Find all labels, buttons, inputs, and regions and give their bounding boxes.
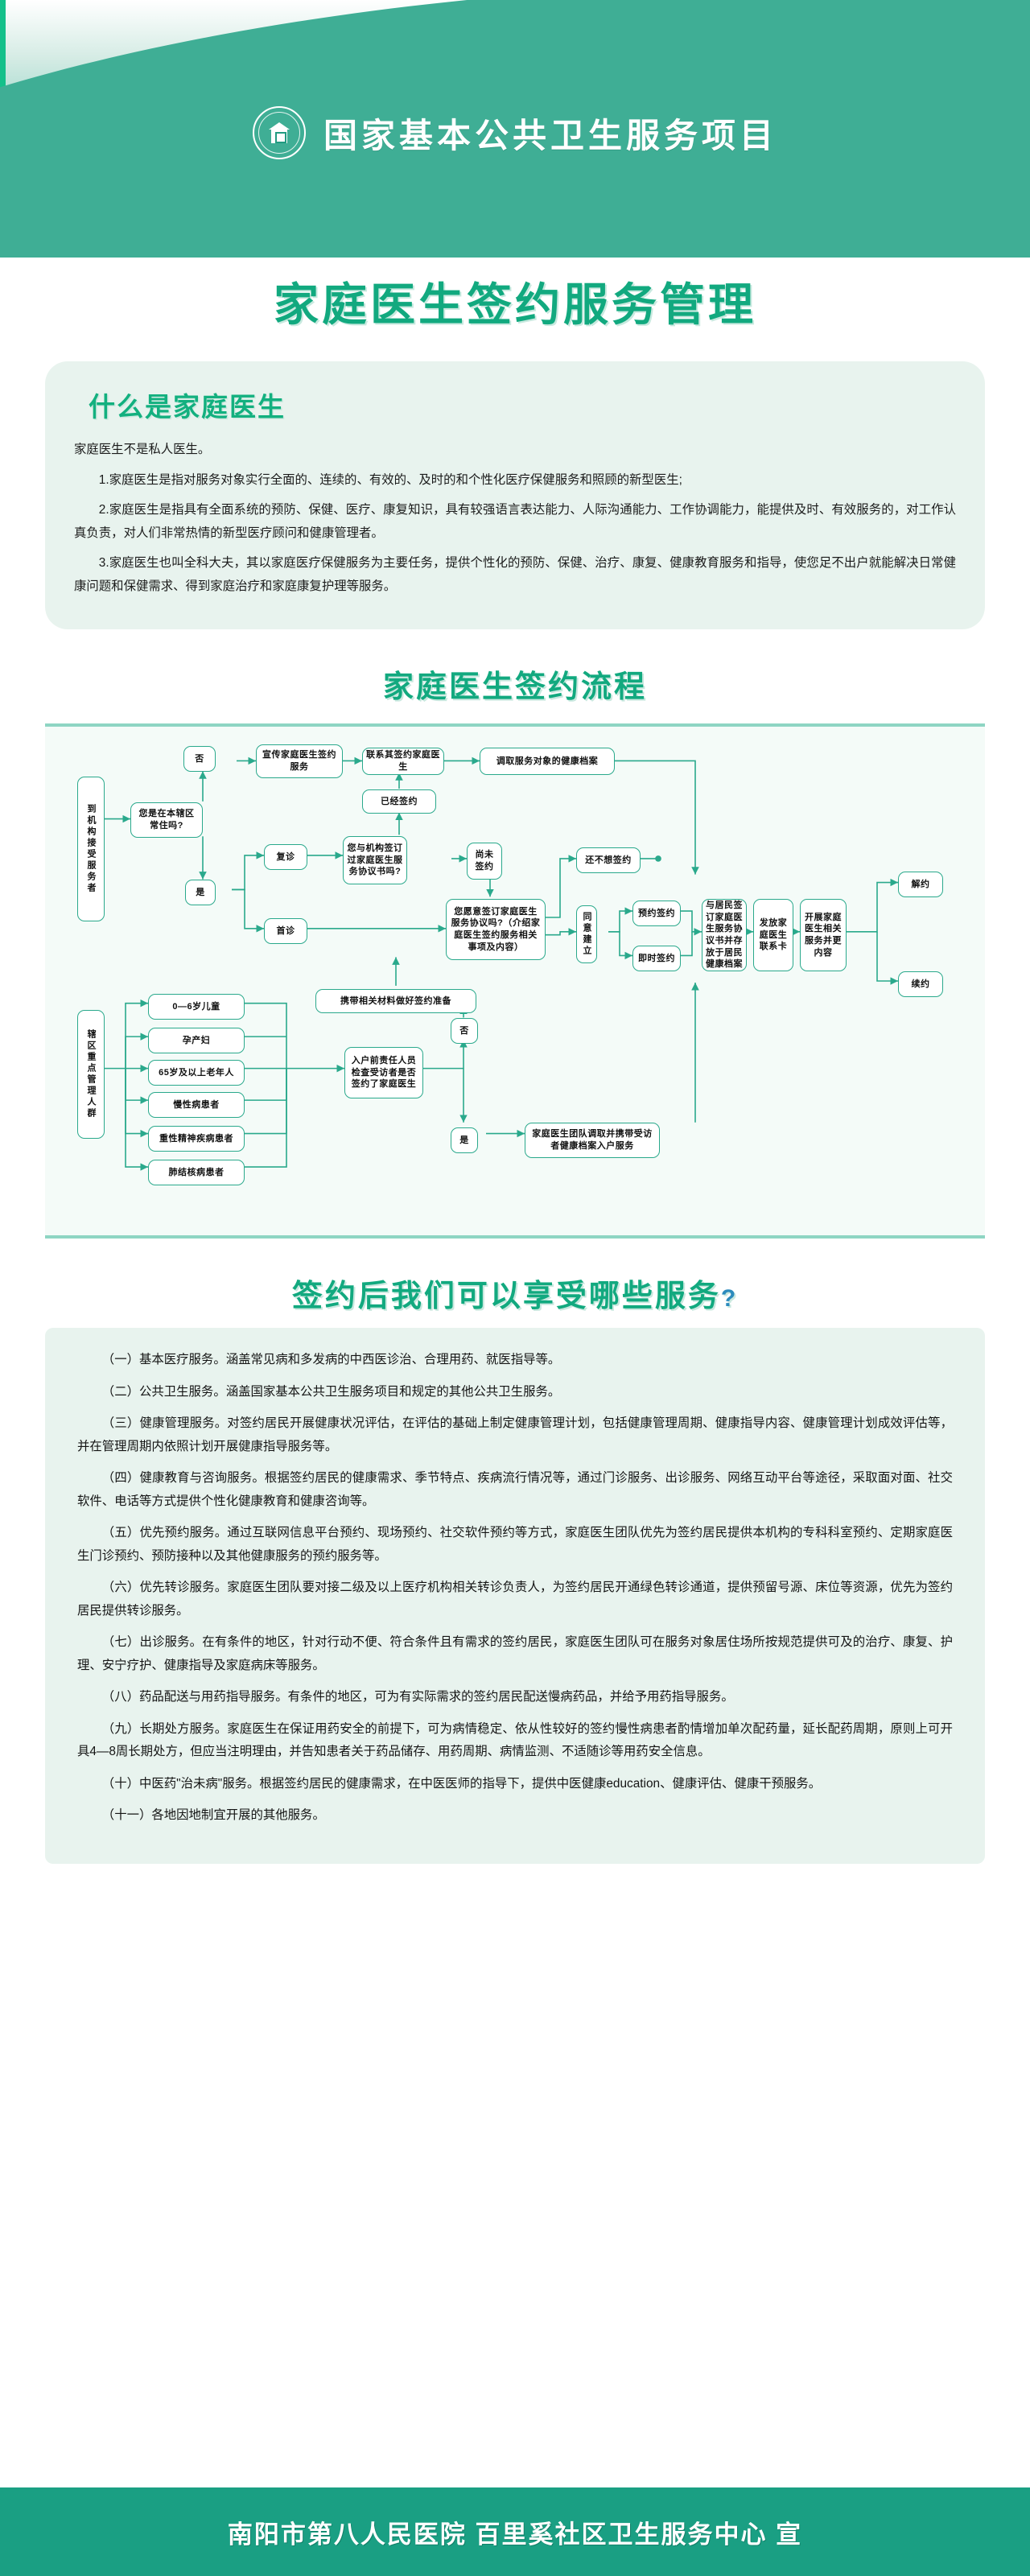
service-item: （六）优先转诊服务。家庭医生团队要对接二级及以上医疗机构相关转诊负责人，为签约居…	[77, 1581, 953, 1618]
flow-node-key-group: 辖区重点管理人群	[77, 1010, 105, 1139]
service-item: （十）中医药"治未病"服务。根据签约居民的健康需求，在中医医师的指导下，提供中医…	[101, 1776, 822, 1791]
service-item: （五）优先预约服务。通过互联网信息平台预约、现场预约、社交软件预约等方式，家庭医…	[77, 1526, 953, 1563]
flow-node-revisit: 复诊	[264, 844, 307, 870]
service-item: （八）药品配送与用药指导服务。有条件的地区，可为有实际需求的签约居民配送慢病药品…	[101, 1690, 734, 1704]
flow-node-terminate: 解约	[898, 872, 943, 897]
flow-node-group-elderly: 65岁及以上老年人	[148, 1060, 245, 1086]
flowchart-edges	[105, 756, 898, 1171]
poster-header: 国家基本公共卫生服务项目	[0, 0, 1030, 258]
paragraph: 1.家庭医生是指对服务对象实行全面的、连续的、有效的、及时的和个性化医疗保健服务…	[98, 472, 682, 487]
emblem-body	[270, 130, 287, 143]
flow-node-promote: 宣传家庭医生签约服务	[256, 744, 343, 778]
services-list: （一）基本医疗服务。涵盖常见病和多发病的中西医诊治、合理用药、就医指导等。 （二…	[45, 1328, 985, 1864]
flow-node-resident-question: 您是在本辖区常住吗?	[130, 802, 203, 838]
section-services-title-qmark: ?	[720, 1285, 739, 1312]
header-title: 国家基本公共卫生服务项目	[323, 116, 777, 155]
page-title: 家庭医生签约服务管理	[274, 279, 756, 330]
flow-node-first-visit: 首诊	[264, 918, 307, 944]
emblem-ring	[258, 112, 300, 154]
poster-footer: 南阳市第八人民医院 百里奚社区卫生服务中心 宣	[0, 2487, 1030, 2576]
service-item: （三）健康管理服务。对签约居民开展健康状况评估，在评估的基础上制定健康管理计划，…	[77, 1416, 953, 1453]
section-what-body: 家庭医生不是私人医生。 1.家庭医生是指对服务对象实行全面的、连续的、有效的、及…	[74, 439, 956, 598]
header-content: 国家基本公共卫生服务项目	[0, 106, 1030, 159]
service-item: （九）长期处方服务。家庭医生在保证用药安全的前提下，可为病情稳定、依从性较好的签…	[77, 1721, 953, 1759]
section-what-is-family-doctor: 什么是家庭医生 家庭医生不是私人医生。 1.家庭医生是指对服务对象实行全面的、连…	[45, 361, 985, 629]
footer-organization: 南阳市第八人民医院 百里奚社区卫生服务中心 宣	[227, 2520, 803, 2549]
flow-node-yes: 是	[185, 880, 216, 905]
section-what-title: 什么是家庭医生	[89, 392, 286, 422]
emblem-roof	[268, 122, 290, 130]
flow-node-start: 到机构接受服务者	[77, 777, 105, 921]
section-services-title: 签约后我们可以享受哪些服务?	[0, 1271, 1030, 1315]
section-services-title-text: 签约后我们可以享受哪些服务	[291, 1280, 721, 1313]
flow-node-group-pregnant: 孕产妇	[148, 1028, 245, 1053]
flow-node-no-2: 否	[451, 1018, 478, 1044]
flow-node-booked-sign: 预约签约	[632, 901, 681, 926]
flow-node-not-signed-yet: 尚未签约	[467, 843, 502, 880]
section-flow-title: 家庭医生签约流程	[382, 670, 647, 704]
flow-node-instant-sign: 即时签约	[632, 946, 681, 971]
service-item: （二）公共卫生服务。涵盖国家基本公共卫生服务项目和规定的其他公共卫生服务。	[101, 1384, 561, 1399]
flow-node-carry-out-services: 开展家庭医生相关服务并更内容	[800, 899, 847, 971]
flow-node-no: 否	[183, 746, 216, 772]
service-item: （四）健康教育与咨询服务。根据签约居民的健康需求、季节特点、疾病流行情况等，通过…	[77, 1471, 953, 1508]
flow-node-agree-establish: 同意建立	[576, 905, 597, 963]
service-item: （七）出诊服务。在有条件的地区，针对行动不便、符合条件且有需求的签约居民，家庭医…	[77, 1635, 953, 1672]
paragraph: 3.家庭医生也叫全科大夫，其以家庭医疗保健服务为主要任务，提供个性化的预防、保健…	[74, 556, 956, 593]
flow-node-group-chronic: 慢性病患者	[148, 1092, 245, 1118]
flow-node-contact-doctor: 联系其签约家庭医生	[362, 748, 444, 775]
service-item: （十一）各地因地制宜开展的其他服务。	[101, 1808, 325, 1822]
flow-node-agreement-question: 您与机构签订过家庭医生服务协议书吗?	[343, 836, 407, 884]
flow-node-team-fetch-record: 家庭医生团队调取并携带受访者健康档案入户服务	[525, 1123, 660, 1158]
flow-node-fetch-health-record: 调取服务对象的健康档案	[480, 748, 615, 775]
flow-node-willing-question: 您愿意签订家庭医生服务协议吗?（介绍家庭医生签约服务相关事项及内容）	[446, 899, 546, 960]
paragraph: 2.家庭医生是指具有全面系统的预防、保健、医疗、康复知识，具有较强语言表达能力、…	[74, 503, 956, 540]
flow-node-yes-2: 是	[451, 1127, 478, 1153]
flow-node-not-want-sign: 还不想签约	[576, 847, 641, 873]
flow-node-prepare-materials: 携带相关材料做好签约准备	[315, 989, 476, 1013]
flow-node-already-signed: 已经签约	[362, 789, 436, 814]
paragraph: 家庭医生不是私人医生。	[74, 443, 211, 456]
flow-node-renew: 续约	[898, 971, 943, 997]
flow-node-issue-contact-card: 发放家庭医生联系卡	[753, 899, 793, 971]
flow-node-group-tb: 肺结核病患者	[148, 1160, 245, 1185]
flow-node-group-children: 0—6岁儿童	[148, 994, 245, 1020]
service-item: （一）基本医疗服务。涵盖常见病和多发病的中西医诊治、合理用药、就医指导等。	[101, 1353, 561, 1366]
flow-node-check-before-visit: 入户前责任人员检查受访者是否签约了家庭医生	[344, 1047, 423, 1098]
flowchart: 到机构接受服务者 您是在本辖区常住吗? 否 是 宣传家庭医生签约服务 联系其签约…	[45, 727, 985, 1235]
flow-node-group-mental: 重性精神疾病患者	[148, 1126, 245, 1152]
flowchart-container: 到机构接受服务者 您是在本辖区常住吗? 否 是 宣传家庭医生签约服务 联系其签约…	[45, 723, 985, 1239]
emblem-mark	[268, 122, 290, 143]
flow-node-sign-and-store: 与居民签订家庭医生服务协议书并存放于居民健康档案	[702, 899, 747, 971]
national-health-emblem-icon	[252, 106, 306, 159]
